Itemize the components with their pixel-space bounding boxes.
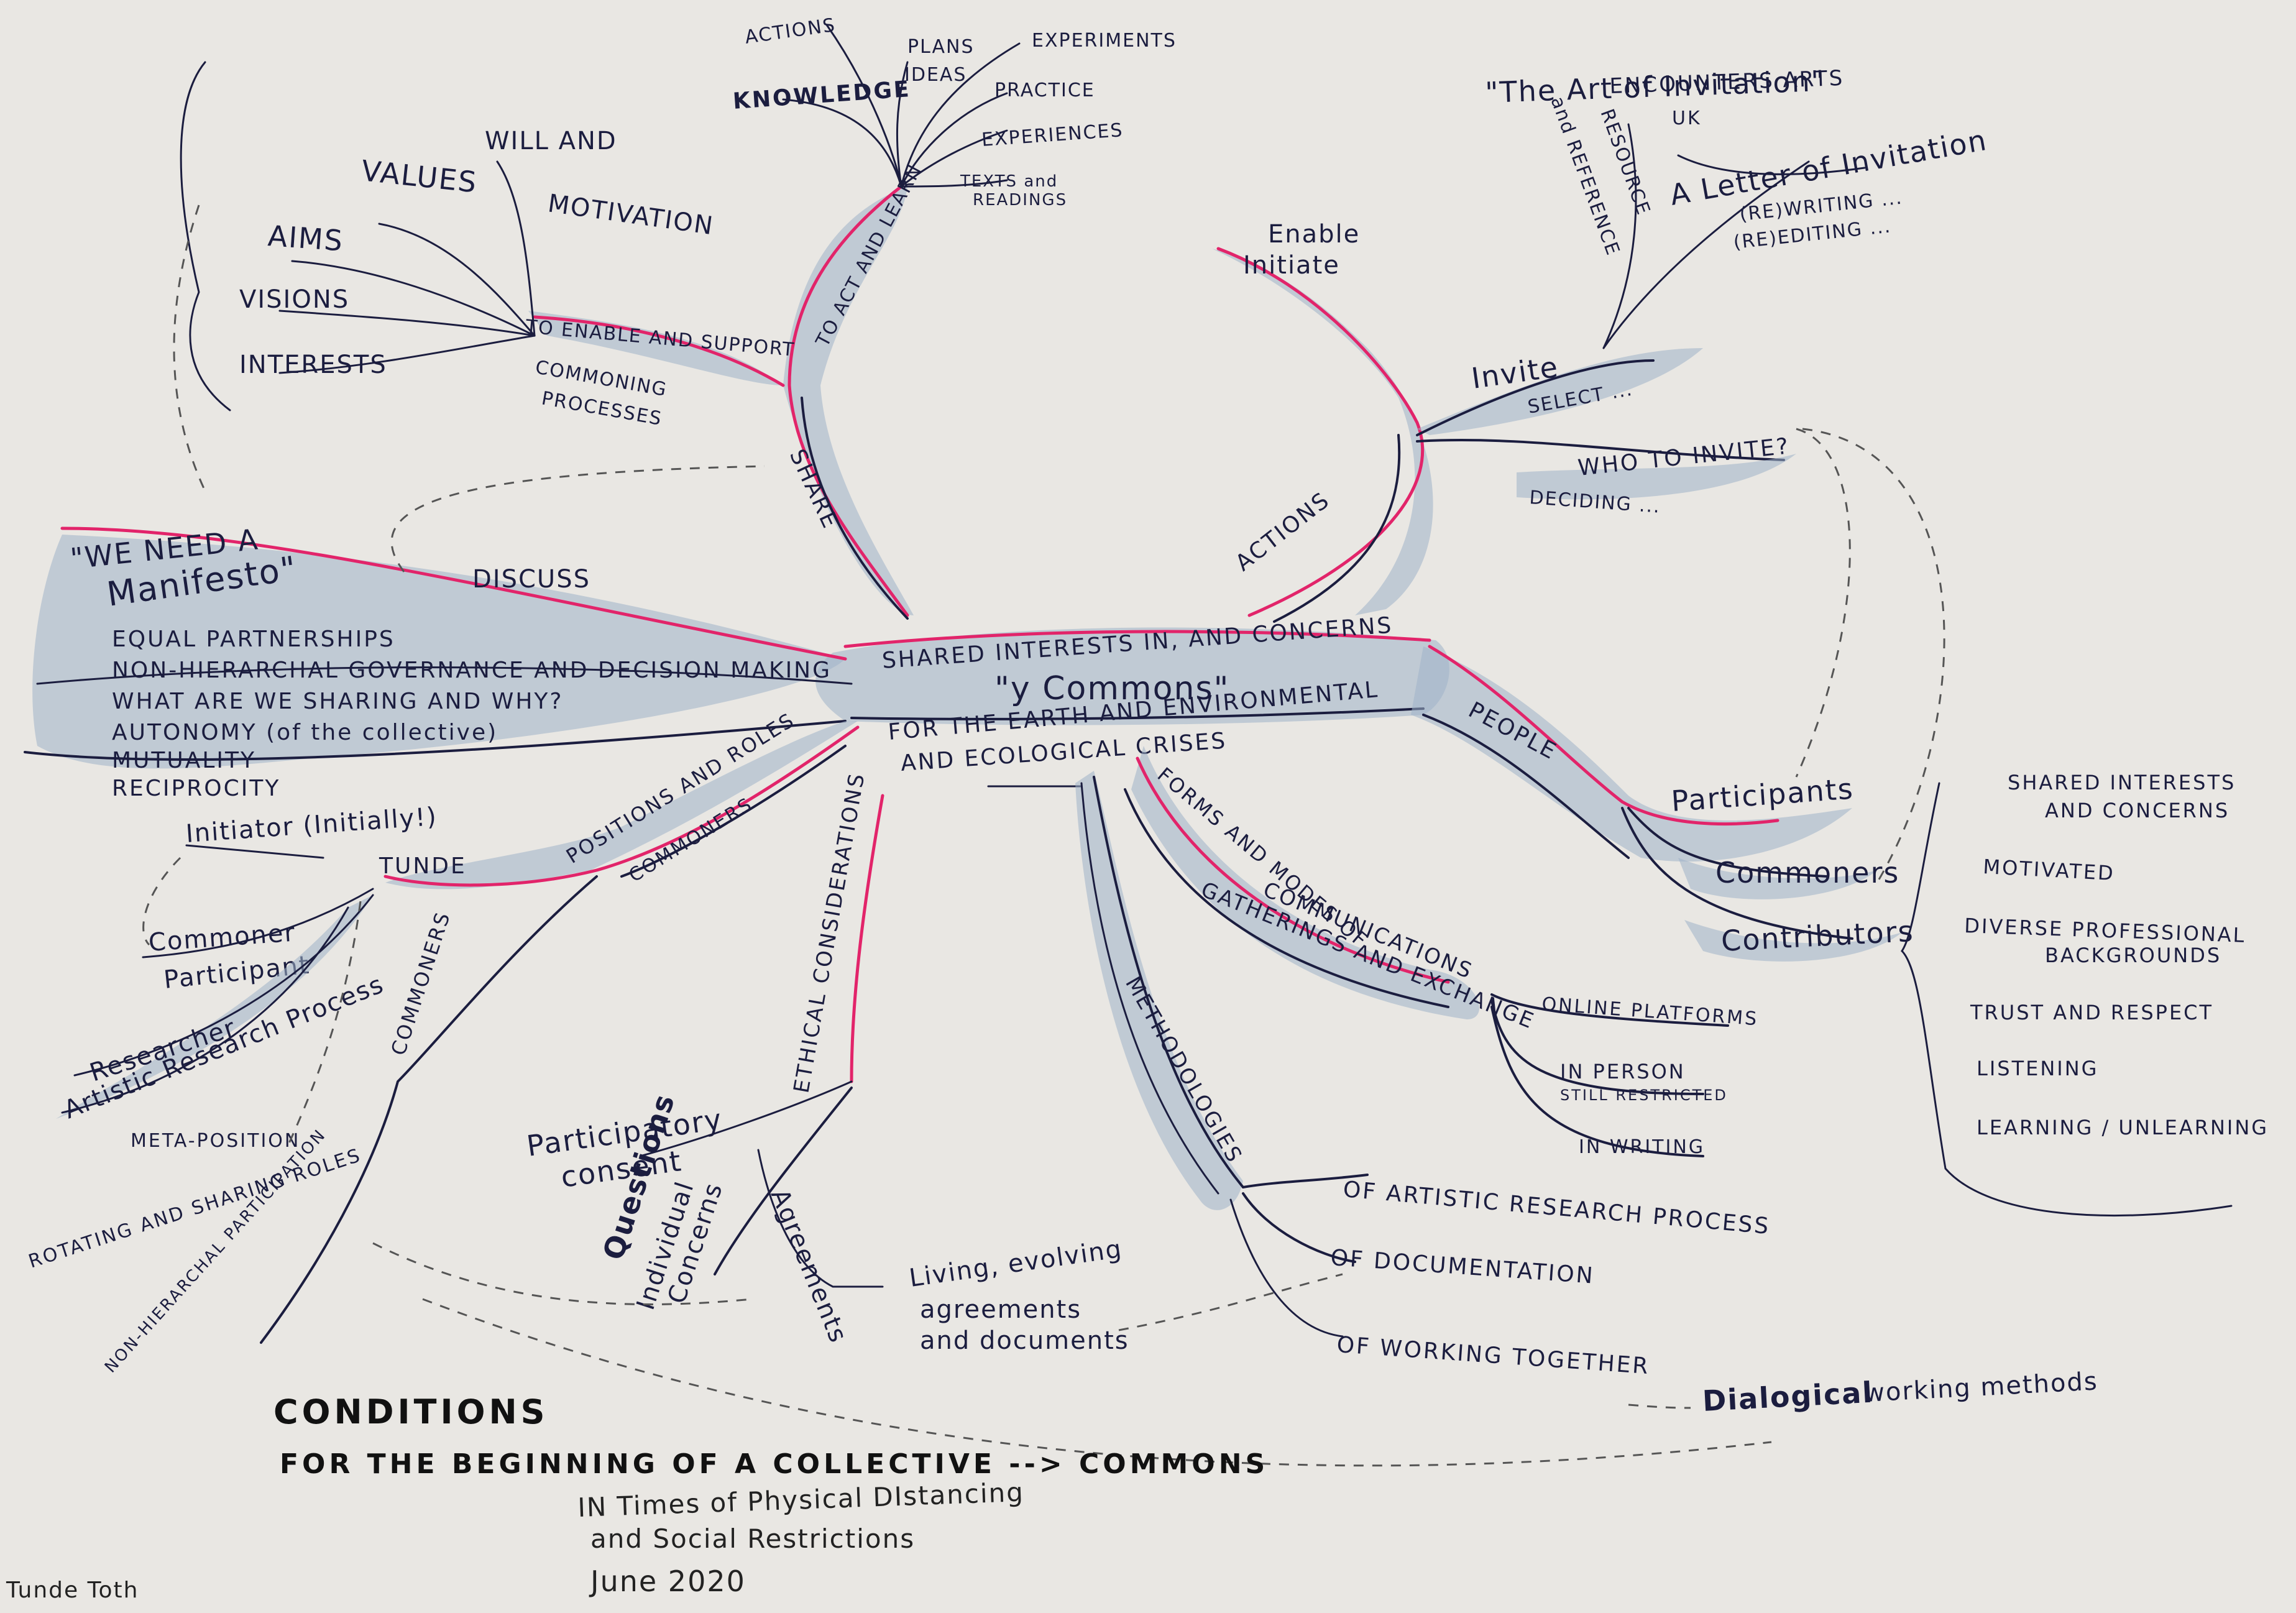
- group-commoners: Commoners: [1715, 856, 1899, 889]
- people-traits: SHARED INTERESTS AND CONCERNS MOTIVATED …: [1964, 771, 2269, 1139]
- learn-plans: PLANS: [907, 36, 975, 58]
- in-writing: IN WRITING: [1579, 1136, 1705, 1158]
- will-1: WILL AND: [485, 127, 617, 155]
- still-restricted: STILL RESTRICTED: [1560, 1087, 1728, 1104]
- living-2: agreements: [920, 1295, 1081, 1324]
- times-2: and Social Restrictions: [590, 1523, 915, 1554]
- learn-experiments: EXPERIMENTS: [1032, 30, 1177, 52]
- author: Tunde Toth: [6, 1578, 139, 1603]
- encounters-2: UK: [1672, 108, 1702, 129]
- center-title: "y Commons": [994, 670, 1229, 707]
- learn-readings: READINGS: [973, 191, 1067, 209]
- discuss-item-4: MUTUALITY: [112, 748, 256, 773]
- discuss-item-1: NON-HIERARCHAL GOVERNANCE AND DECISION M…: [112, 658, 832, 683]
- visions: VISIONS: [239, 285, 349, 314]
- trait-0: SHARED INTERESTS: [2008, 771, 2236, 794]
- trait-5: TRUST AND RESPECT: [1970, 1001, 2213, 1024]
- conditions-line: FOR THE BEGINNING OF A COLLECTIVE --> CO…: [280, 1448, 1269, 1480]
- learn-texts: TEXTS and: [960, 172, 1058, 191]
- in-person: IN PERSON: [1560, 1060, 1686, 1083]
- discuss-item-0: EQUAL PARTNERSHIPS: [112, 627, 395, 652]
- meta-position: META-POSITION: [131, 1130, 300, 1152]
- discuss-label: DISCUSS: [472, 565, 590, 594]
- conditions-title: CONDITIONS: [273, 1392, 549, 1431]
- discuss-item-3: AUTONOMY (of the collective): [112, 720, 498, 745]
- aims: AIMS: [267, 219, 344, 257]
- learn-ideas: IDEAS: [904, 64, 967, 86]
- date: June 2020: [589, 1565, 746, 1598]
- trait-4: BACKGROUNDS: [2045, 944, 2221, 967]
- tunde: TUNDE: [379, 853, 467, 879]
- trait-1: AND CONCERNS: [2045, 799, 2229, 822]
- living-3: and documents: [920, 1326, 1129, 1355]
- learn-practice: PRACTICE: [994, 80, 1095, 101]
- discuss-item-2: WHAT ARE WE SHARING AND WHY?: [112, 689, 563, 714]
- enable: Enable: [1268, 220, 1360, 249]
- trait-6: LISTENING: [1977, 1057, 2098, 1080]
- trait-7: LEARNING / UNLEARNING: [1977, 1116, 2269, 1139]
- interests: INTERESTS: [239, 351, 387, 379]
- discuss-item-5: RECIPROCITY: [112, 776, 280, 801]
- initiate: Initiate: [1243, 251, 1340, 280]
